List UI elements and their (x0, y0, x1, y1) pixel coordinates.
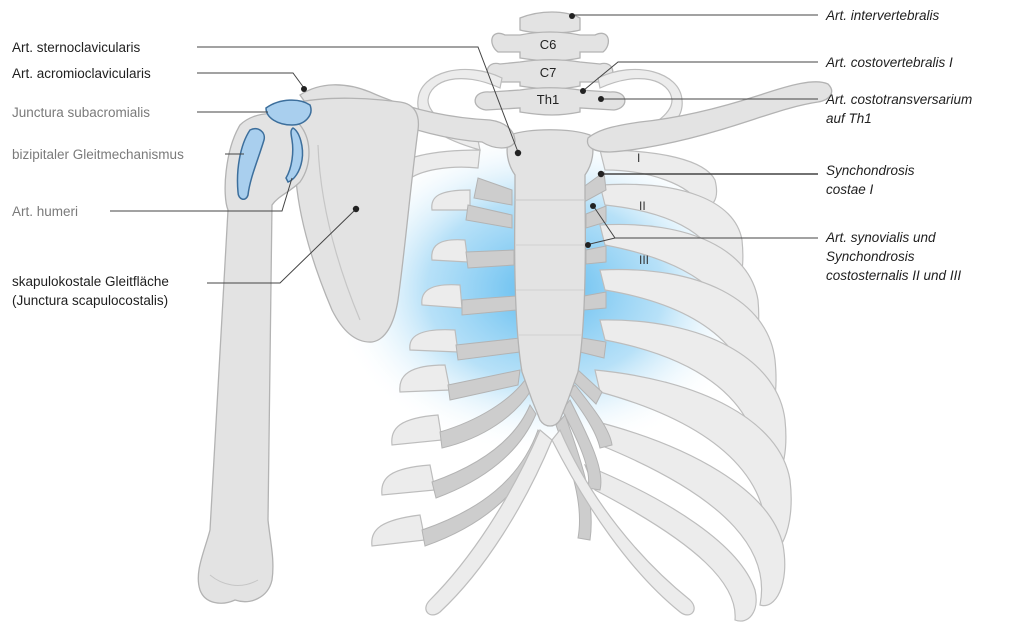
label-art-humeri: Art. humeri (12, 204, 78, 219)
rib-label-2: II (639, 199, 646, 213)
label-synovialis-line3: costosternalis II und III (826, 268, 961, 283)
vertebra-label-th1: Th1 (537, 92, 559, 107)
vertebra-c5 (519, 11, 581, 34)
label-synchondrosis-line2: costae I (826, 182, 874, 197)
label-bizipitaler-gleitmechanismus: bizipitaler Gleitmechanismus (12, 147, 184, 162)
costal-arch-right (551, 428, 695, 616)
vertebra-label-c7: C7 (540, 65, 557, 80)
labels-right: Art. intervertebralis Art. costovertebra… (825, 8, 972, 283)
costal-cartilages-left (421, 177, 545, 547)
label-scapulocostal-line2: (Junctura scapulocostalis) (12, 293, 168, 308)
vertebra-th1 (474, 87, 626, 116)
label-costotransversarium-line2: auf Th1 (826, 111, 872, 126)
label-synchondrosis-line1: Synchondrosis (826, 163, 915, 178)
vertebra-label-c6: C6 (540, 37, 557, 52)
glenohumeral-joint (285, 127, 304, 183)
biceps-tendon-sheath (236, 128, 266, 200)
scapula (293, 97, 420, 343)
subacromial-bursa (265, 99, 312, 126)
ribs-left (371, 149, 481, 547)
costal-arch-left (425, 429, 553, 616)
label-scapulocostal-line1: skapulokostale Gleitfläche (12, 274, 169, 289)
label-synovialis-line2: Synchondrosis (826, 249, 915, 264)
rib-label-3: III (639, 253, 649, 267)
vertebra-c6 (491, 31, 610, 62)
sternum (506, 129, 594, 427)
humerus (197, 113, 310, 604)
label-junctura-subacromialis: Junctura subacromialis (12, 105, 150, 120)
label-art-sternoclavicularis: Art. sternoclavicularis (12, 40, 141, 55)
leader-lines (110, 13, 818, 284)
rib-label-1: I (637, 151, 640, 165)
rib-cage (371, 149, 792, 622)
cervical-spine (474, 11, 626, 116)
label-synovialis-line1: Art. synovialis und (825, 230, 936, 245)
ribs-right (583, 149, 792, 622)
clavicle-right (586, 81, 833, 153)
label-costotransversarium-line1: Art. costotransversarium (825, 92, 972, 107)
label-art-intervertebralis: Art. intervertebralis (825, 8, 940, 23)
label-art-costovertebralis: Art. costovertebralis I (825, 55, 953, 70)
labels-left: Art. sternoclavicularis Art. acromioclav… (12, 40, 184, 308)
label-art-acromioclavicularis: Art. acromioclavicularis (12, 66, 151, 81)
